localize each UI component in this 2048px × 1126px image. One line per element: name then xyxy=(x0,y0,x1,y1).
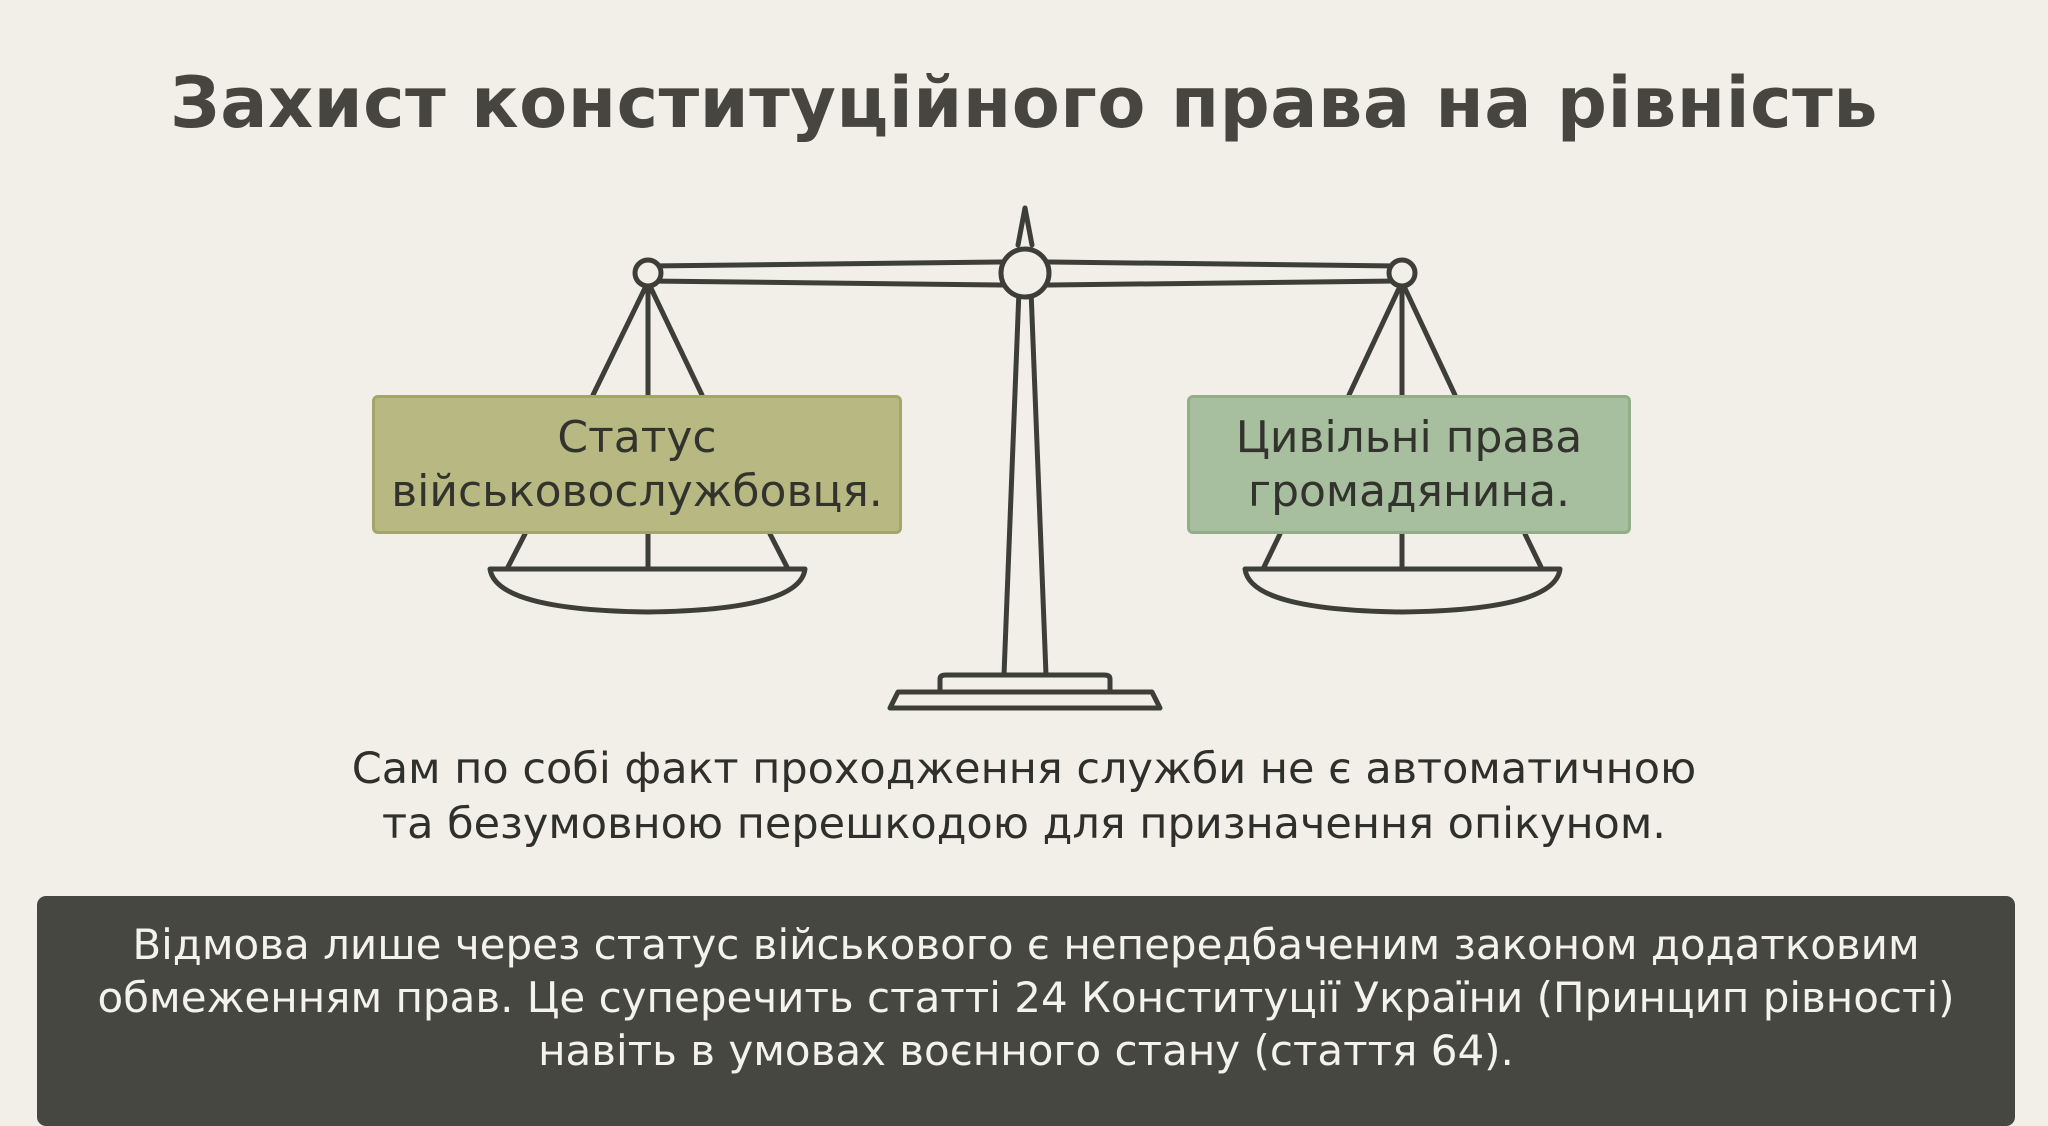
military-status-line-2: військовослужбовця. xyxy=(391,465,883,517)
statement-line-1: Сам по собі факт проходження служби не є… xyxy=(351,744,1697,794)
statement-text: Сам по собі факт проходження служби не є… xyxy=(0,742,2048,852)
conclusion-panel: Відмова лише через статус військового є … xyxy=(37,896,2015,1126)
left-pivot xyxy=(632,257,664,289)
statement-line-2: та безумовною перешкодою для призначення… xyxy=(382,799,1666,849)
left-string-e xyxy=(767,531,790,570)
central-pivot xyxy=(998,246,1052,300)
civil-rights-box: Цивільні права громадянина. xyxy=(1187,395,1631,534)
right-pivot xyxy=(1386,257,1418,289)
military-status-box: Статус військовослужбовця. xyxy=(372,395,902,534)
military-status-line-1: Статус xyxy=(557,411,717,463)
right-string-d xyxy=(1261,531,1283,570)
right-pan xyxy=(1242,566,1563,615)
scale-pillar xyxy=(1001,287,1049,678)
scale-finial xyxy=(1015,205,1035,248)
scale-base-upper xyxy=(937,672,1113,693)
conclusion-line-1: Відмова лише через статус військового є … xyxy=(132,920,1920,969)
conclusion-line-2: обмеженням прав. Це суперечить статті 24… xyxy=(97,973,1955,1022)
right-string-b xyxy=(1399,279,1458,398)
left-string-b xyxy=(645,279,705,398)
right-string-a xyxy=(1346,279,1405,398)
left-string-d xyxy=(505,531,528,570)
left-string-a xyxy=(590,279,651,398)
scale-base-lower xyxy=(887,689,1163,711)
civil-rights-line-2: громадянина. xyxy=(1247,465,1571,517)
left-pan xyxy=(487,566,808,615)
page-title: Захист конституційного права на рівність xyxy=(170,62,1878,144)
scales-of-justice-icon xyxy=(487,205,1563,711)
right-string-e xyxy=(1522,531,1544,570)
conclusion-line-3: навіть в умовах воєнного стану (стаття 6… xyxy=(538,1026,1514,1075)
civil-rights-line-1: Цивільні права xyxy=(1235,411,1583,463)
